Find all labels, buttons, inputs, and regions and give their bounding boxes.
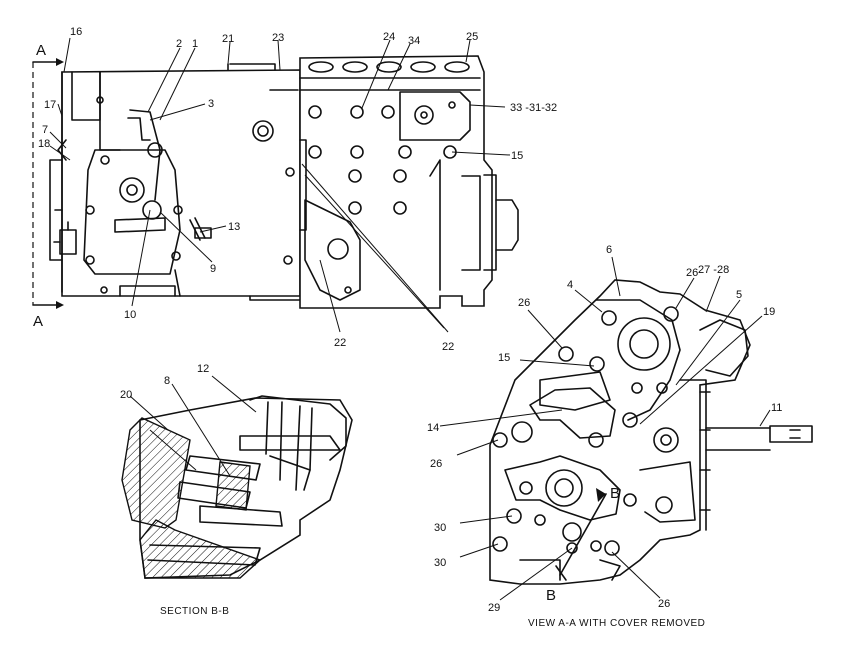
callout-13: 13 [228, 221, 240, 233]
callout-15: 15 [498, 352, 510, 364]
callout-22: 22 [334, 337, 346, 349]
leader-lines [49, 37, 771, 601]
section-line-a [32, 58, 64, 309]
callout-23: 23 [272, 32, 284, 44]
callout-3: 3 [208, 98, 214, 110]
callout-10: 10 [124, 309, 136, 321]
callout-12: 12 [197, 363, 209, 375]
callout-7: 7 [42, 124, 48, 136]
section-label-b-lower: B [546, 587, 556, 604]
captions: SECTION B-B VIEW A-A WITH COVER REMOVED [160, 606, 705, 629]
callout-14: 14 [427, 422, 439, 434]
callout-21: 21 [222, 33, 234, 45]
callout-8: 8 [164, 375, 170, 387]
view-aa [489, 279, 813, 585]
callout-24: 24 [383, 31, 395, 43]
section-label-a-bottom: A [33, 313, 43, 330]
callout-29: 29 [488, 602, 500, 614]
callout-30: 30 [434, 557, 446, 569]
section-markers: A A B B [33, 42, 620, 604]
callout-26: 26 [430, 458, 442, 470]
callout-26: 26 [518, 297, 530, 309]
callout-5: 5 [736, 289, 742, 301]
callout-26: 26 [658, 598, 670, 610]
callout-25: 25 [466, 31, 478, 43]
section-bb-view [121, 395, 353, 579]
callout-15: 15 [511, 150, 523, 162]
section-label-a-top: A [36, 42, 46, 59]
callout-18: 18 [38, 138, 50, 150]
caption-view-aa: VIEW A-A WITH COVER REMOVED [528, 618, 705, 629]
callout-19: 19 [763, 306, 775, 318]
callout-16: 16 [70, 26, 82, 38]
pump-side-view [32, 55, 519, 309]
callout-6: 6 [606, 244, 612, 256]
callout-17: 17 [44, 99, 56, 111]
callout-20: 20 [120, 389, 132, 401]
callout-33-31-32: 33 -31-32 [510, 102, 557, 114]
callout-22: 22 [442, 341, 454, 353]
callout-34: 34 [408, 35, 420, 47]
callout-1: 1 [192, 38, 198, 50]
callout-30: 30 [434, 522, 446, 534]
callout-11: 11 [771, 402, 782, 414]
callout-26: 26 [686, 267, 698, 279]
callout-9: 9 [210, 263, 216, 275]
callout-numbers: 16 2 1 21 23 24 34 25 3 17 7 18 33 -31-3… [38, 26, 782, 614]
callout-2: 2 [176, 38, 182, 50]
section-label-b-upper: B [610, 485, 620, 502]
caption-section-bb: SECTION B-B [160, 606, 229, 617]
callout-27-28: 27 -28 [698, 264, 729, 276]
callout-4: 4 [567, 279, 573, 291]
